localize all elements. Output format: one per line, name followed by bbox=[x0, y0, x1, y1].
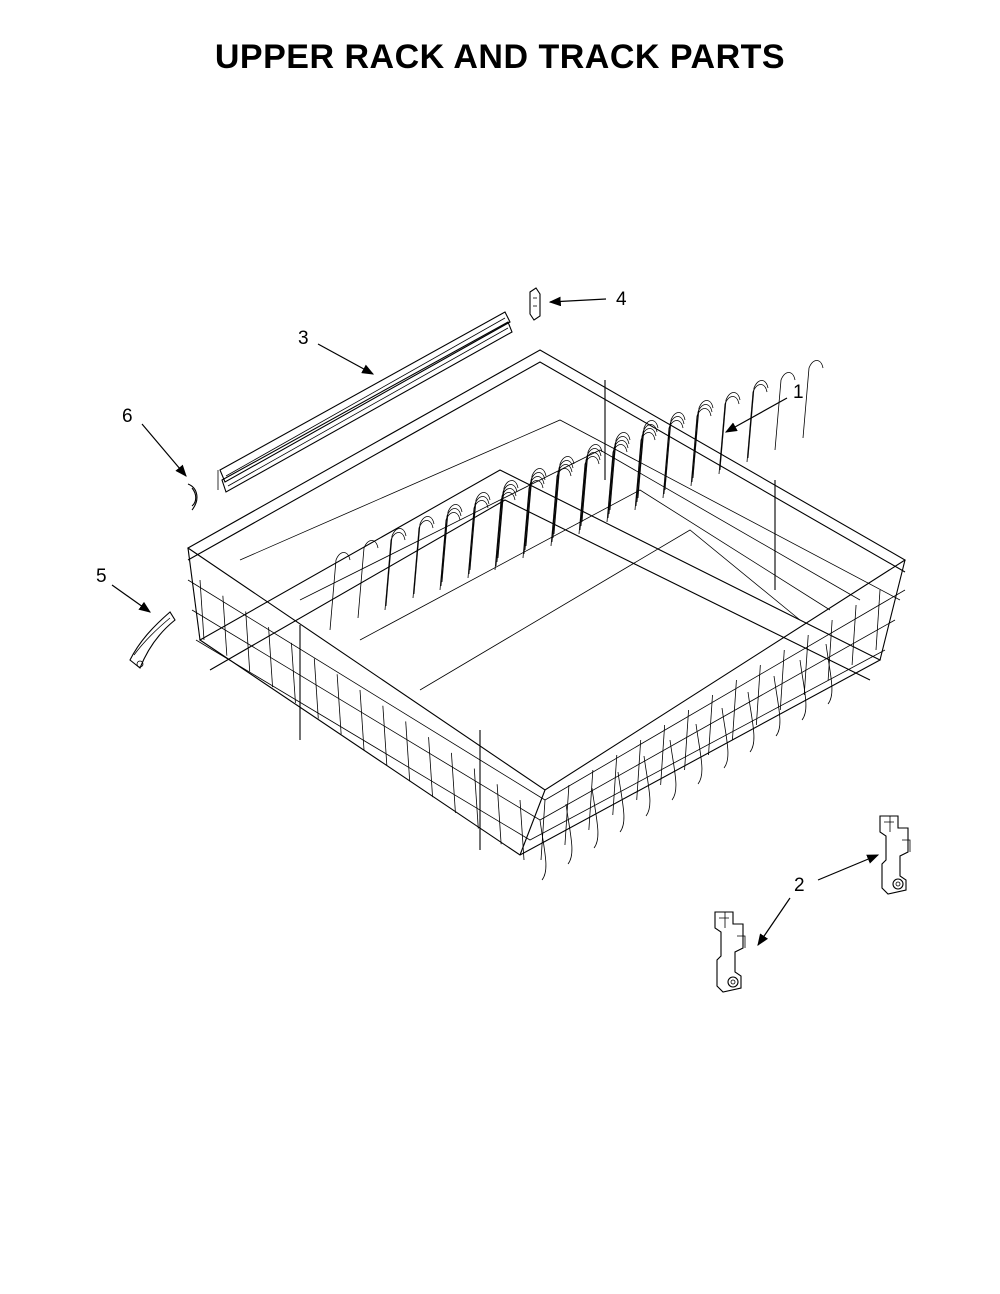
callout-6: 6 bbox=[122, 406, 133, 427]
leader-line-5 bbox=[111, 584, 151, 613]
leader-line-6 bbox=[141, 423, 187, 477]
callout-5: 5 bbox=[96, 566, 107, 587]
upper-rack-drawing bbox=[186, 349, 907, 881]
callout-1: 1 bbox=[793, 382, 804, 403]
callout-4: 4 bbox=[616, 289, 627, 310]
track-rail-drawing bbox=[217, 311, 513, 493]
track-stop-clip-drawing bbox=[529, 287, 541, 321]
end-cap-drawing bbox=[187, 483, 198, 511]
page-title: UPPER RACK AND TRACK PARTS bbox=[214, 38, 786, 76]
rack-adjuster-drawing bbox=[714, 815, 911, 993]
callout-3: 3 bbox=[298, 328, 309, 349]
callout-2: 2 bbox=[794, 875, 805, 896]
leader-line-2a bbox=[817, 854, 880, 881]
leader-line-2b bbox=[757, 897, 791, 946]
leader-line-1 bbox=[724, 397, 788, 433]
leader-line-4 bbox=[548, 296, 607, 307]
rack-handle-drawing bbox=[129, 611, 176, 669]
leader-line-3 bbox=[317, 343, 375, 375]
